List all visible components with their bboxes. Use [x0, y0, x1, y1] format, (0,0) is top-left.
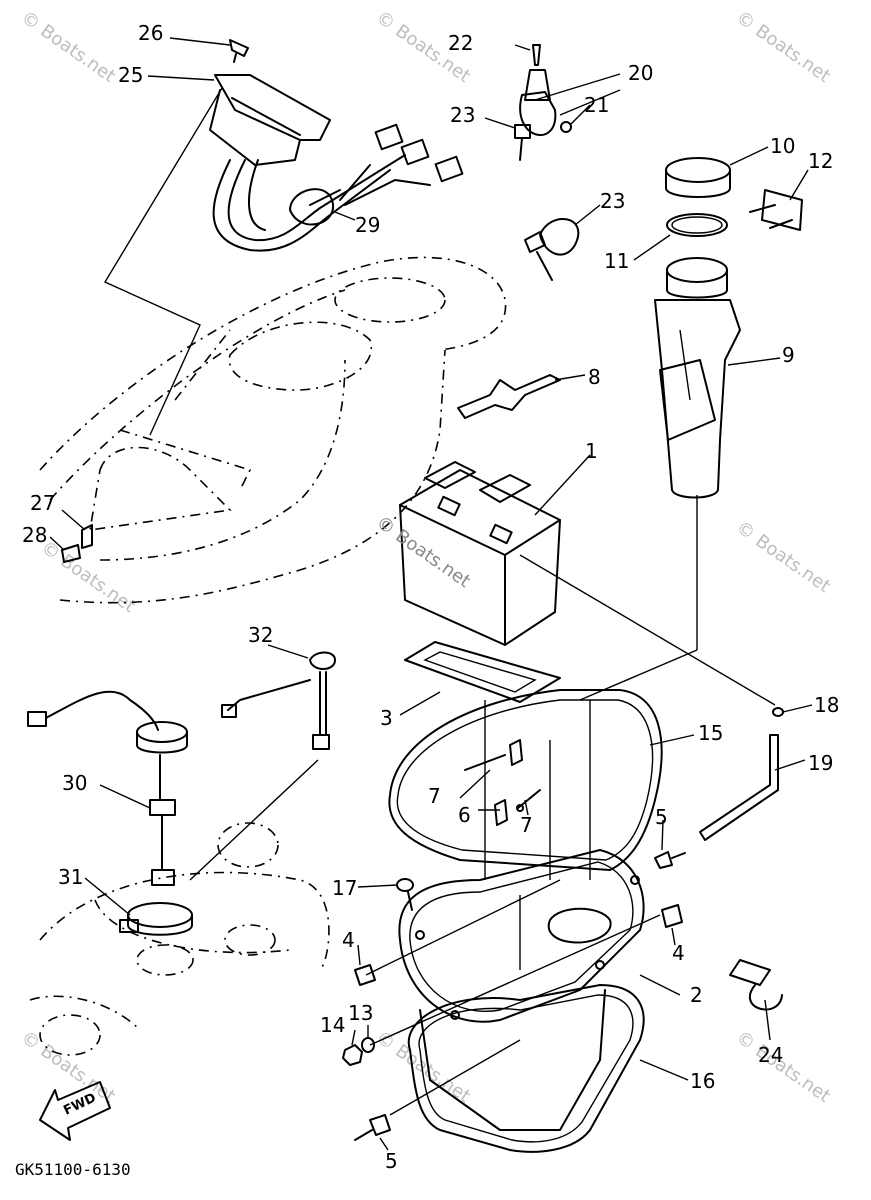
callout-9: 9 [782, 343, 795, 367]
lower-hull-outline [29, 822, 330, 1056]
drawing-code: GK51100-6130 [15, 1160, 131, 1179]
watermark: © Boats.net [37, 537, 139, 617]
callout-17: 17 [332, 876, 357, 900]
battery-box-2 [398, 700, 645, 1131]
clip-5b [354, 1114, 391, 1141]
callout-7-left: 7 [428, 784, 441, 808]
sender-32 [221, 651, 336, 750]
battery-box-9 [654, 257, 741, 499]
callout-7-right: 7 [520, 813, 533, 837]
callout-2: 2 [690, 983, 703, 1007]
callout-10: 10 [770, 134, 795, 158]
callout-4-right: 4 [672, 941, 685, 965]
callout-20: 20 [628, 61, 653, 85]
box-lead-lines [103, 87, 223, 436]
callout-15: 15 [698, 721, 723, 745]
vent-hose-19 [699, 734, 779, 841]
callout-19: 19 [808, 751, 833, 775]
filler-cap-10 [665, 157, 731, 198]
junction-box-25 [209, 74, 331, 166]
bracket-12 [749, 189, 803, 231]
callout-13: 13 [348, 1001, 373, 1025]
callout-29: 29 [355, 213, 380, 237]
hull-deck-outline [39, 256, 507, 604]
battery-pad-3 [404, 641, 561, 703]
callout-28: 28 [22, 523, 47, 547]
strap-8 [457, 374, 561, 419]
wire-harness-29 [212, 123, 464, 252]
o-ring-11 [666, 213, 728, 237]
cable-tie-23 [524, 218, 580, 281]
callout-27: 27 [30, 491, 55, 515]
callout-labels: 26 25 22 20 21 23 23 29 10 12 11 9 8 1 3… [22, 21, 839, 1173]
assembly-lines [189, 495, 776, 1116]
callout-22: 22 [448, 31, 473, 55]
grommet-4b [661, 904, 683, 928]
gasket-15 [388, 689, 663, 871]
fwd-label: FWD [61, 1091, 98, 1119]
callout-31: 31 [58, 865, 83, 889]
band-clamp-31 [119, 902, 193, 936]
callout-1: 1 [585, 439, 598, 463]
callout-16: 16 [690, 1069, 715, 1093]
callout-21: 21 [584, 93, 609, 117]
callout-6: 6 [458, 803, 471, 827]
callout-30: 30 [62, 771, 87, 795]
nut-14 [342, 1044, 363, 1066]
callout-8: 8 [588, 365, 601, 389]
callout-5-upper: 5 [655, 805, 668, 829]
watermark: © Boats.net [732, 517, 834, 597]
part-28 [61, 544, 81, 563]
callout-26: 26 [138, 21, 163, 45]
callout-4-left: 4 [342, 928, 355, 952]
callout-5-lower: 5 [385, 1149, 398, 1173]
callout-12: 12 [808, 149, 833, 173]
leader-lines [49, 37, 813, 1151]
callout-3: 3 [380, 706, 393, 730]
callout-18: 18 [814, 693, 839, 717]
watermark: © Boats.net [17, 7, 119, 87]
callout-23-mid: 23 [600, 189, 625, 213]
base-gasket-16 [407, 984, 645, 1153]
callout-23-top: 23 [450, 103, 475, 127]
watermark: © Boats.net [732, 7, 834, 87]
clip-5a [654, 851, 686, 869]
vent-fitting-18 [772, 707, 784, 717]
grommet-4a [354, 964, 376, 986]
screw-26 [229, 39, 249, 63]
callout-24: 24 [758, 1043, 783, 1067]
callout-32: 32 [248, 623, 273, 647]
center-watermark: © Boats.net [372, 512, 474, 592]
part-27 [81, 524, 93, 549]
washer-13 [361, 1037, 375, 1053]
clamp-set-20 [514, 44, 572, 161]
battery-1 [399, 461, 561, 646]
cable-tie-24 [729, 959, 783, 1011]
callout-14: 14 [320, 1013, 345, 1037]
callout-11: 11 [604, 249, 629, 273]
callout-25: 25 [118, 63, 143, 87]
